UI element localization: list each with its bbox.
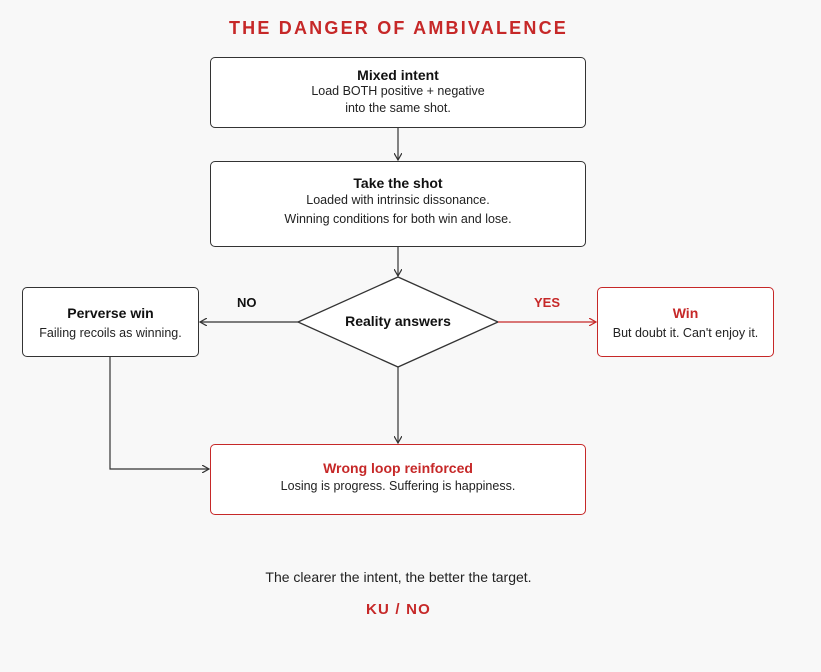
node-wrong-loop-reinforced: Wrong loop reinforced Losing is progress… bbox=[210, 444, 586, 515]
node-mixed-intent: Mixed intent Load BOTH positive + negati… bbox=[210, 57, 586, 128]
arrow-perverse-to-loop bbox=[109, 357, 209, 469]
node-text-line: Loaded with intrinsic dissonance. bbox=[306, 193, 490, 207]
diagram-title: THE DANGER OF AMBIVALENCE bbox=[228, 18, 568, 38]
node-win: Win But doubt it. Can't enjoy it. bbox=[597, 287, 774, 357]
node-text-line: Winning conditions for both win and lose… bbox=[284, 212, 512, 226]
node-heading: Perverse win bbox=[67, 305, 154, 321]
node-text-line: But doubt it. Can't enjoy it. bbox=[612, 326, 759, 340]
node-text-line: Load BOTH positive + negative bbox=[311, 84, 485, 98]
node-text-line: Failing recoils as winning. bbox=[39, 326, 182, 340]
node-heading: Mixed intent bbox=[357, 67, 439, 83]
node-heading: Wrong loop reinforced bbox=[323, 460, 473, 476]
edge-label-no: NO bbox=[237, 295, 257, 310]
edge-label-yes: YES bbox=[534, 295, 561, 310]
node-text-line: into the same shot. bbox=[345, 101, 451, 115]
node-text-line: Losing is progress. Suffering is happine… bbox=[280, 479, 516, 493]
footer-tagline: The clearer the intent, the better the t… bbox=[265, 569, 532, 585]
node-take-the-shot: Take the shot Loaded with intrinsic diss… bbox=[210, 161, 586, 247]
footer-signature: KU / NO bbox=[365, 601, 432, 618]
decision-label: Reality answers bbox=[345, 313, 451, 329]
node-heading: Win bbox=[672, 305, 699, 321]
node-perverse-win: Perverse win Failing recoils as winning. bbox=[22, 287, 199, 357]
node-heading: Take the shot bbox=[353, 175, 443, 191]
